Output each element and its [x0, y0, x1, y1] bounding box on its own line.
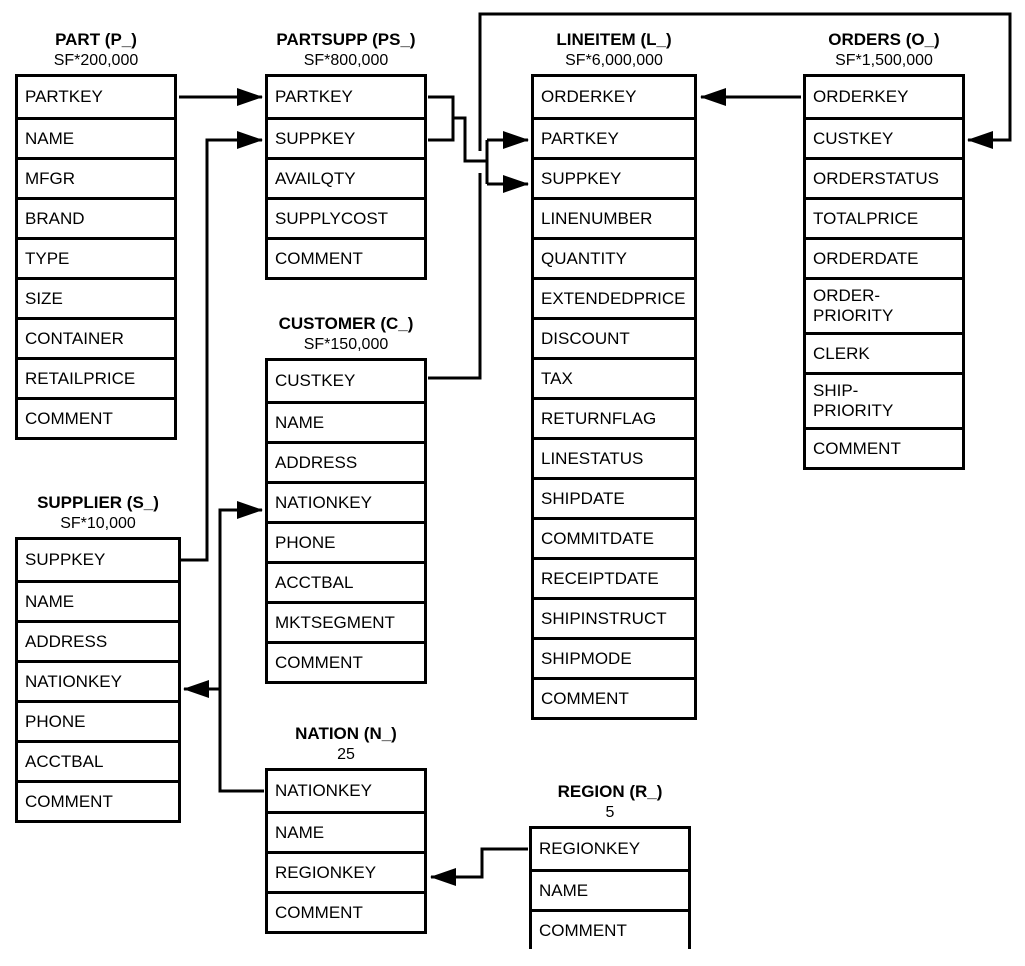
table-part: PART (P_) SF*200,000 PARTKEY NAME MFGR B… [15, 29, 177, 440]
nation-column-nationkey: NATIONKEY [275, 781, 372, 801]
part-column-retailprice: RETAILPRICE [18, 357, 174, 397]
lineitem-column-tax: TAX [534, 357, 694, 397]
lineitem-column-linestatus: LINESTATUS [534, 437, 694, 477]
table-part-box: PARTKEY NAME MFGR BRAND TYPE SIZE CONTAI… [15, 74, 177, 440]
partsupp-column-partkey: PARTKEY [275, 87, 353, 107]
supplier-column-nationkey: NATIONKEY [18, 660, 178, 700]
supplier-column-suppkey: SUPPKEY [25, 550, 106, 570]
table-partsupp-title: PARTSUPP (PS_) [276, 30, 416, 49]
table-orders-title: ORDERS (O_) [828, 30, 940, 49]
lineitem-column-returnflag: RETURNFLAG [534, 397, 694, 437]
part-column-name: NAME [18, 117, 174, 157]
partsupp-column-comment: COMMENT [268, 237, 424, 277]
orders-column-orderkey: ORDERKEY [813, 87, 909, 107]
partsupp-column-availqty: AVAILQTY [268, 157, 424, 197]
nation-column-comment: COMMENT [268, 891, 424, 931]
part-column-mfgr: MFGR [18, 157, 174, 197]
part-column-brand: BRAND [18, 197, 174, 237]
table-lineitem-box: ORDERKEY PARTKEY SUPPKEY LINENUMBER QUAN… [531, 74, 697, 720]
table-region-cardinality: 5 [605, 804, 615, 821]
table-partsupp-cardinality: SF*800,000 [303, 52, 389, 69]
partsupp-column-supplycost: SUPPLYCOST [268, 197, 424, 237]
orders-column-orderstatus: ORDERSTATUS [806, 157, 962, 197]
lineitem-column-shipinstruct: SHIPINSTRUCT [534, 597, 694, 637]
table-nation-box: NATIONKEY NAME REGIONKEY COMMENT [265, 768, 427, 934]
supplier-column-comment: COMMENT [18, 780, 178, 820]
table-nation-title: NATION (N_) [295, 724, 397, 743]
nation-column-name: NAME [268, 811, 424, 851]
table-customer-title: CUSTOMER (C_) [278, 314, 414, 333]
table-region-title: REGION (R_) [557, 782, 663, 801]
supplier-column-phone: PHONE [18, 700, 178, 740]
customer-column-nationkey: NATIONKEY [268, 481, 424, 521]
customer-column-address: ADDRESS [268, 441, 424, 481]
table-supplier: SUPPLIER (S_) SF*10,000 SUPPKEY NAME ADD… [15, 492, 181, 823]
table-customer-cardinality: SF*150,000 [303, 336, 389, 353]
part-column-container: CONTAINER [18, 317, 174, 357]
lineitem-column-quantity: QUANTITY [534, 237, 694, 277]
lineitem-column-shipdate: SHIPDATE [534, 477, 694, 517]
orders-column-totalprice: TOTALPRICE [806, 197, 962, 237]
relationship-nation-customer [218, 501, 264, 793]
table-supplier-cardinality: SF*10,000 [60, 515, 136, 532]
table-part-cardinality: SF*200,000 [53, 52, 139, 69]
relationship-supplier-partsupp [180, 131, 263, 562]
lineitem-column-linenumber: LINENUMBER [534, 197, 694, 237]
orders-column-clerk: CLERK [806, 332, 962, 372]
region-column-comment: COMMENT [532, 909, 688, 949]
relationship-partsupp-lineitem-trunk [453, 116, 487, 163]
supplier-column-name: NAME [18, 580, 178, 620]
customer-column-comment: COMMENT [268, 641, 424, 681]
table-nation-cardinality: 25 [337, 746, 355, 763]
supplier-column-address: ADDRESS [18, 620, 178, 660]
orders-column-orderdate: ORDERDATE [806, 237, 962, 277]
part-column-partkey: PARTKEY [25, 87, 103, 107]
region-column-name: NAME [532, 869, 688, 909]
part-column-type: TYPE [18, 237, 174, 277]
table-customer-box: CUSTKEY NAME ADDRESS NATIONKEY PHONE ACC… [265, 358, 427, 684]
part-column-comment: COMMENT [18, 397, 174, 437]
table-lineitem-cardinality: SF*6,000,000 [565, 52, 663, 69]
orders-column-shippriority: SHIP- PRIORITY [806, 372, 962, 427]
orders-column-custkey: CUSTKEY [806, 117, 962, 157]
table-supplier-title: SUPPLIER (S_) [37, 493, 159, 512]
table-partsupp: PARTSUPP (PS_) SF*800,000 PARTKEY SUPPKE… [265, 29, 427, 280]
customer-column-name: NAME [268, 401, 424, 441]
relationship-region-nation [430, 847, 528, 886]
relationship-customer-orders-lower [428, 173, 482, 380]
relationship-partsupp-bracket [428, 95, 455, 142]
lineitem-column-orderkey: ORDERKEY [541, 87, 637, 107]
table-region: REGION (R_) 5 REGIONKEY NAME COMMENT [529, 781, 691, 949]
lineitem-column-receiptdate: RECEIPTDATE [534, 557, 694, 597]
nation-column-regionkey: REGIONKEY [268, 851, 424, 891]
table-orders-box: ORDERKEY CUSTKEY ORDERSTATUS TOTALPRICE … [803, 74, 965, 470]
table-nation: NATION (N_) 25 NATIONKEY NAME REGIONKEY … [265, 723, 427, 934]
supplier-column-acctbal: ACCTBAL [18, 740, 178, 780]
table-orders-cardinality: SF*1,500,000 [835, 52, 933, 69]
customer-column-custkey: CUSTKEY [275, 371, 356, 391]
lineitem-column-partkey: PARTKEY [534, 117, 694, 157]
lineitem-column-commitdate: COMMITDATE [534, 517, 694, 557]
table-partsupp-box: PARTKEY SUPPKEY AVAILQTY SUPPLYCOST COMM… [265, 74, 427, 280]
lineitem-column-shipmode: SHIPMODE [534, 637, 694, 677]
customer-column-acctbal: ACCTBAL [268, 561, 424, 601]
region-column-regionkey: REGIONKEY [539, 839, 641, 859]
orders-column-orderpriority: ORDER- PRIORITY [806, 277, 962, 332]
part-column-size: SIZE [18, 277, 174, 317]
table-lineitem-title: LINEITEM (L_) [556, 30, 672, 49]
customer-column-phone: PHONE [268, 521, 424, 561]
lineitem-column-comment: COMMENT [534, 677, 694, 717]
orders-column-comment: COMMENT [806, 427, 962, 467]
table-region-box: REGIONKEY NAME COMMENT [529, 826, 691, 949]
lineitem-column-discount: DISCOUNT [534, 317, 694, 357]
partsupp-column-suppkey: SUPPKEY [268, 117, 424, 157]
table-orders: ORDERS (O_) SF*1,500,000 ORDERKEY CUSTKE… [803, 29, 965, 470]
lineitem-column-extendedprice: EXTENDEDPRICE [534, 277, 694, 317]
customer-column-mktsegment: MKTSEGMENT [268, 601, 424, 641]
table-part-title: PART (P_) [55, 30, 137, 49]
table-customer: CUSTOMER (C_) SF*150,000 CUSTKEY NAME AD… [265, 313, 427, 684]
table-lineitem: LINEITEM (L_) SF*6,000,000 ORDERKEY PART… [531, 29, 697, 720]
table-supplier-box: SUPPKEY NAME ADDRESS NATIONKEY PHONE ACC… [15, 537, 181, 823]
lineitem-column-suppkey: SUPPKEY [534, 157, 694, 197]
